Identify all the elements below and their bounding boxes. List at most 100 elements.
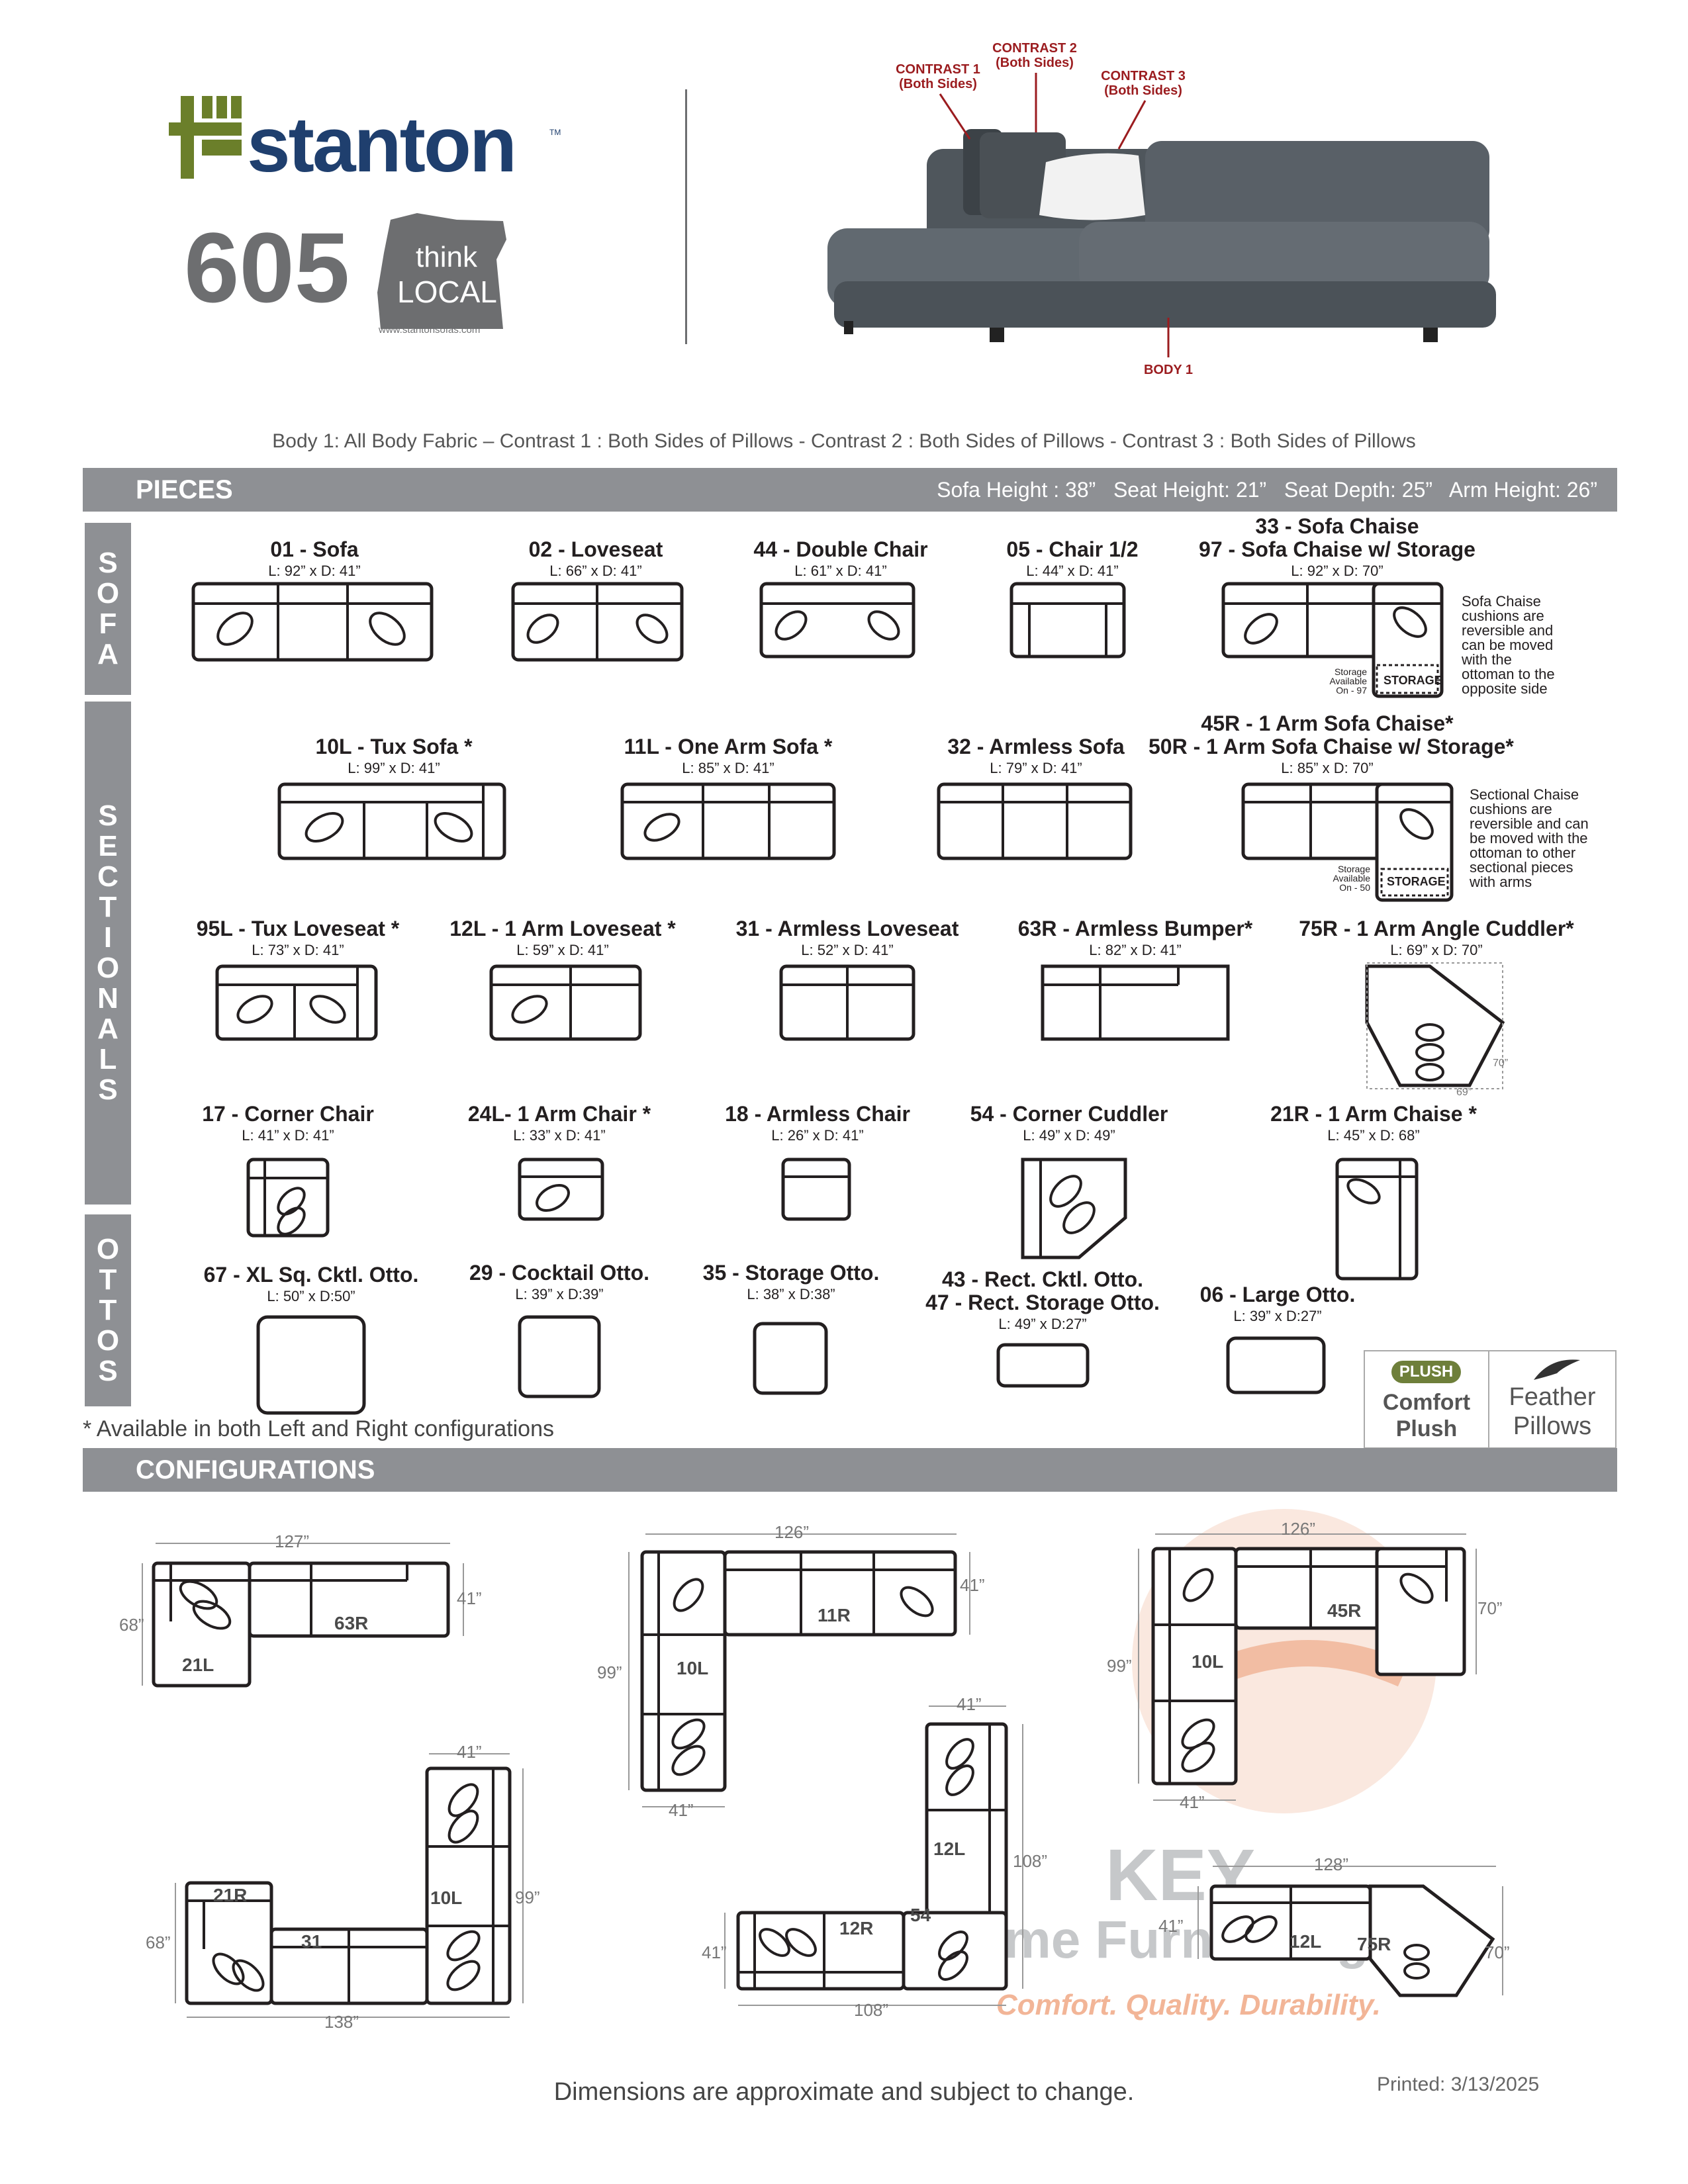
callout-body1: BODY 1	[1143, 363, 1194, 377]
piece-95l-dim: L: 73” x D: 41”	[252, 942, 344, 958]
c5-right-dim: 108”	[1013, 1851, 1048, 1871]
c2-bottom-dim: 41”	[669, 1800, 694, 1820]
otto-47-dim: L: 49” x D:27”	[998, 1316, 1087, 1332]
otto-43-name: 43 - Rect. Cktl. Otto.	[941, 1267, 1144, 1291]
c3-label-10l: 10L	[1192, 1651, 1224, 1672]
side-text-ottos-letter: T	[99, 1263, 117, 1296]
piece-17-dim: L: 41” x D: 41”	[242, 1127, 334, 1144]
piece-44-name: 44 - Double Chair	[753, 537, 928, 561]
side-text-sofa-letter: A	[97, 638, 118, 670]
c6-left-dim: 41”	[1158, 1916, 1184, 1936]
watermark-line3: Comfort. Quality. Durability.	[996, 1989, 1382, 2021]
otto-29-dim: L: 39” x D:39”	[515, 1286, 604, 1302]
side-text-sectionals-letter: S	[98, 1073, 118, 1106]
otto-35-dim: L: 38” x D:38”	[747, 1286, 835, 1302]
config5-drawing	[724, 1706, 1023, 2006]
fabric-note: Body 1: All Body Fabric – Contrast 1 : B…	[272, 430, 1416, 452]
side-text-ottos-letter: O	[96, 1233, 120, 1265]
piece-11l-dim: L: 85” x D: 41”	[682, 760, 774, 776]
piece-31-dim: L: 52” x D: 41”	[801, 942, 894, 958]
config1-drawing	[142, 1543, 464, 1688]
feather-icon	[1534, 1359, 1580, 1380]
otto-47-name: 47 - Rect. Storage Otto.	[925, 1291, 1160, 1314]
storage-avail-97: Storage Available On - 97	[1329, 666, 1367, 696]
side-text-ottos-letter: S	[98, 1355, 118, 1387]
c1-left-dim: 68”	[119, 1615, 144, 1635]
c4-left-dim: 68”	[146, 1933, 171, 1952]
piece-18-name: 18 - Armless Chair	[725, 1102, 910, 1126]
brand-logo: stanton TM	[169, 96, 566, 189]
c4-right-dim: 99”	[515, 1888, 540, 1907]
piece-54-dim: L: 49” x D: 49”	[1023, 1127, 1115, 1144]
otto-35-drawing	[753, 1322, 828, 1395]
side-text-sectionals-letter: I	[103, 921, 113, 954]
side-text-sectionals-letter: N	[97, 982, 118, 1015]
storage-avail-50: Storage Available On - 50	[1333, 864, 1370, 893]
badge-line1: think	[416, 241, 477, 273]
c6-top-dim: 128”	[1314, 1854, 1349, 1874]
c6-label-75r: 75R	[1357, 1934, 1391, 1954]
otto-29-name: 29 - Cocktail Otto.	[469, 1261, 650, 1285]
otto-67-drawing	[256, 1315, 366, 1415]
c4-top-dim: 41”	[457, 1742, 482, 1762]
side-text-sofa-letter: F	[99, 608, 117, 640]
cuddler-side-dim: 70”	[1493, 1058, 1509, 1069]
side-text-ottos-letter: O	[96, 1324, 120, 1357]
c2-top-dim: 126”	[774, 1522, 810, 1542]
c3-label-45r: 45R	[1327, 1600, 1362, 1621]
c4-bottom-dim: 138”	[324, 2012, 359, 2032]
pieces-title: PIECES	[136, 475, 233, 504]
plush-badge: PLUSH	[1391, 1361, 1461, 1383]
footer-printed: Printed: 3/13/2025	[1377, 2073, 1540, 2095]
availability-note: * Available in both Left and Right confi…	[83, 1416, 554, 1441]
one-arm-sofa-11l-drawing	[620, 782, 836, 860]
badge-line2: LOCAL	[397, 275, 497, 309]
armless-sofa-32-drawing	[937, 782, 1133, 860]
c6-right-dim: 70”	[1485, 1942, 1510, 1962]
plush-option: PLUSH Comfort Plush	[1365, 1351, 1489, 1447]
storage-label-97: STORAGE	[1383, 674, 1442, 687]
piece-50r-name: 50R - 1 Arm Sofa Chaise w/ Storage*	[1149, 735, 1514, 758]
piece-32-dim: L: 79” x D: 41”	[990, 760, 1082, 776]
c4-label-31: 31	[301, 1931, 322, 1952]
one-arm-chair-24l-drawing	[518, 1158, 604, 1221]
piece-95l-name: 95L - Tux Loveseat *	[196, 917, 400, 940]
sofa-01-drawing	[191, 582, 434, 662]
c3-left-dim: 99”	[1107, 1656, 1132, 1676]
header-divider	[685, 89, 687, 344]
side-text-sofa-letter: O	[96, 577, 120, 610]
plush-label2: Plush	[1395, 1416, 1458, 1441]
armless-chair-18-drawing	[781, 1158, 851, 1221]
piece-63r-dim: L: 82” x D: 41”	[1089, 942, 1182, 958]
piece-97-name: 97 - Sofa Chaise w/ Storage	[1199, 537, 1476, 561]
c1-right-dim: 41”	[457, 1588, 482, 1608]
tux-sofa-10l-drawing	[277, 782, 506, 860]
piece-11l-name: 11L - One Arm Sofa *	[624, 735, 833, 758]
piece-33-name: 33 - Sofa Chaise	[1255, 514, 1419, 538]
config-title: CONFIGURATIONS	[136, 1455, 375, 1484]
piece-50r-dim: L: 85” x D: 70”	[1281, 760, 1374, 776]
c5-label-12l: 12L	[933, 1839, 966, 1859]
otto-06-drawing	[1226, 1336, 1326, 1394]
piece-05-dim: L: 44” x D: 41”	[1026, 563, 1119, 579]
sofa-chaise-45r-drawing	[1241, 782, 1454, 902]
c4-label-21r: 21R	[213, 1885, 248, 1905]
config3-drawing	[1138, 1533, 1477, 1801]
c3-bottom-dim: 41”	[1180, 1792, 1205, 1812]
sofa-chaise-note: Sofa Chaise cushions are reversible and …	[1462, 593, 1555, 697]
stanton-logo-icon	[169, 96, 242, 179]
piece-21r-name: 21R - 1 Arm Chaise *	[1270, 1102, 1477, 1126]
c2-right-dim: 41”	[960, 1575, 985, 1595]
brand-name: stanton	[247, 101, 517, 189]
side-text-ottos-letter: T	[99, 1294, 117, 1326]
armless-bumper-63r-drawing	[1041, 964, 1230, 1041]
side-text-sofa-letter: S	[98, 547, 118, 579]
callout-contrast1: CONTRAST 1 (Both Sides)	[896, 62, 980, 91]
otto-67-name: 67 - XL Sq. Cktl. Otto.	[203, 1263, 419, 1287]
piece-44-dim: L: 61” x D: 41”	[794, 563, 887, 579]
c5-label-12r: 12R	[839, 1918, 874, 1938]
